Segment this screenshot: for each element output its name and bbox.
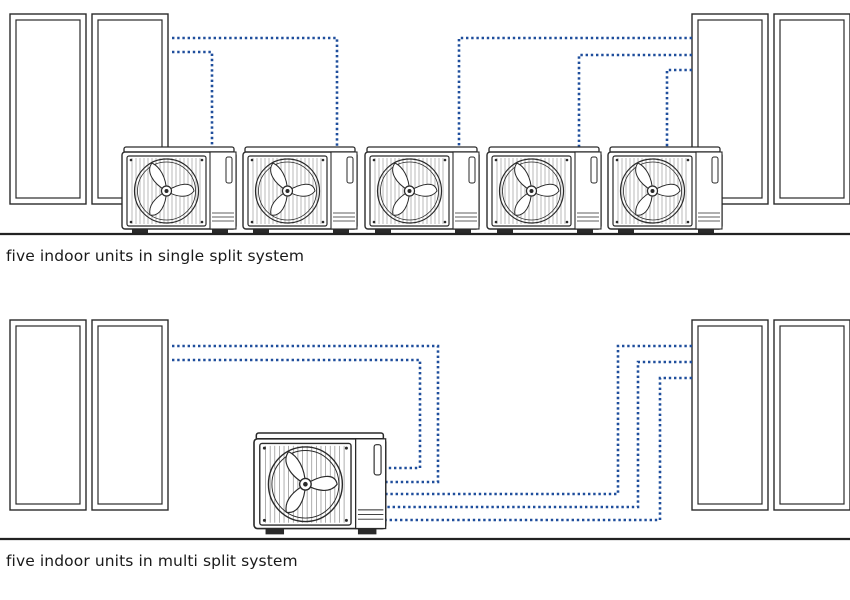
- refrigerant-pipe: [172, 36, 339, 150]
- ac-outdoor-unit-icon: [242, 146, 358, 235]
- ac-outdoor-unit-icon: [364, 146, 480, 235]
- refrigerant-pipe: [383, 376, 692, 522]
- refrigerant-pipe: [383, 344, 692, 496]
- caption-single-split: five indoor units in single split system: [6, 247, 305, 265]
- multi-split-diagram: [0, 319, 850, 541]
- refrigerant-pipe: [172, 344, 440, 484]
- refrigerant-pipe: [172, 358, 422, 470]
- refrigerant-pipe: [577, 53, 692, 150]
- refrigerant-pipe: [457, 36, 692, 150]
- ac-outdoor-unit-icon: [121, 146, 237, 235]
- refrigerant-pipe: [383, 360, 692, 509]
- refrigerant-pipe: [665, 68, 692, 150]
- single-split-diagram: [0, 13, 850, 236]
- ac-outdoor-unit-icon: [486, 146, 602, 235]
- refrigerant-pipe: [172, 50, 214, 150]
- window-frame-icon: [9, 319, 169, 511]
- ac-outdoor-unit-icon: [253, 432, 387, 536]
- caption-multi-split: five indoor units in multi split system: [6, 552, 298, 570]
- ac-outdoor-unit-icon: [607, 146, 723, 235]
- window-frame-icon: [691, 319, 850, 511]
